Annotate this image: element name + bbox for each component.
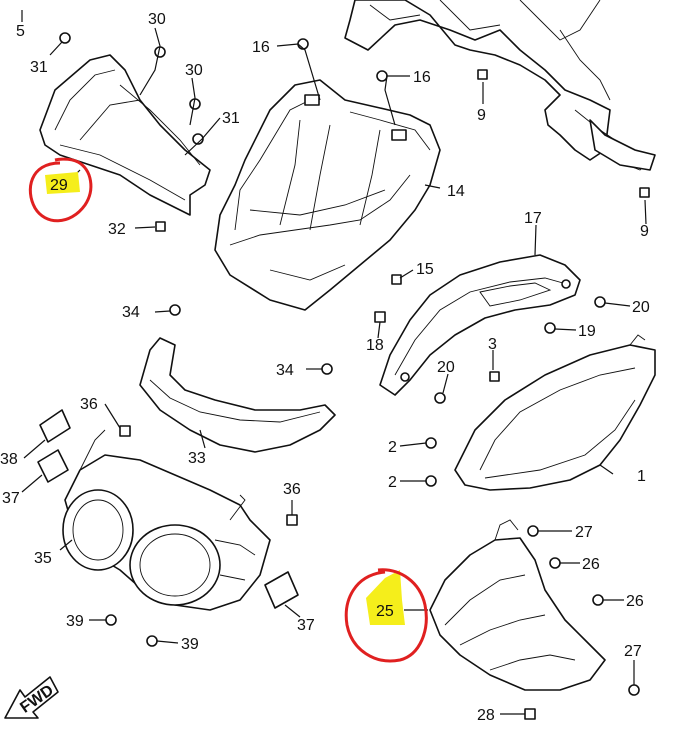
callout-28: 28	[477, 707, 495, 724]
part-17-bracket	[379, 254, 581, 396]
labels-37-38	[37, 409, 299, 609]
part-25-lower-cover	[429, 519, 606, 691]
part-33-lower-trim	[139, 337, 336, 453]
callout-16: 16	[413, 69, 431, 86]
callout-31: 31	[30, 59, 48, 76]
highlight-29	[45, 172, 80, 194]
callout-labels: 5 31 30 30 31 29 32 16 16 14 9 9 15 17 2…	[0, 11, 650, 724]
callout-27: 27	[624, 643, 642, 660]
part-14-front-shield	[214, 79, 441, 311]
frame-structure	[344, 0, 656, 171]
callout-9: 9	[477, 107, 486, 124]
callout-2: 2	[388, 474, 397, 491]
callout-19: 19	[578, 323, 596, 340]
callout-30: 30	[148, 11, 166, 28]
red-circle-29	[28, 157, 93, 223]
callout-14: 14	[447, 183, 465, 200]
callout-29: 29	[50, 177, 68, 194]
callout-20: 20	[437, 359, 455, 376]
callout-2: 2	[388, 439, 397, 456]
part-35-headlight-housing	[62, 429, 271, 611]
callout-30: 30	[185, 62, 203, 79]
callout-17: 17	[524, 210, 542, 227]
callout-32: 32	[108, 221, 126, 238]
callout-20: 20	[632, 299, 650, 316]
fasteners	[59, 32, 650, 720]
callout-18: 18	[366, 337, 384, 354]
callout-3: 3	[488, 336, 497, 353]
callout-16: 16	[252, 39, 270, 56]
callout-26: 26	[582, 556, 600, 573]
callout-38: 38	[0, 451, 18, 468]
callout-1: 1	[637, 468, 646, 485]
callout-39: 39	[66, 613, 84, 630]
leader-lines	[21, 10, 647, 715]
callout-27: 27	[575, 524, 593, 541]
callout-37: 37	[2, 490, 20, 507]
callout-34: 34	[122, 304, 140, 321]
red-circle-25	[344, 568, 428, 663]
part-1-side-panel	[454, 334, 656, 491]
callout-33: 33	[188, 450, 206, 467]
fwd-arrow: FWD	[4, 676, 59, 719]
callout-36: 36	[283, 481, 301, 498]
callout-34: 34	[276, 362, 294, 379]
part-29-side-cover	[39, 54, 211, 216]
highlight-25	[366, 570, 405, 625]
callout-37: 37	[297, 617, 315, 634]
callout-36: 36	[80, 396, 98, 413]
callout-39: 39	[181, 636, 199, 653]
callout-31: 31	[222, 110, 240, 127]
callout-15: 15	[416, 261, 434, 278]
callout-9: 9	[640, 223, 649, 240]
callout-35: 35	[34, 550, 52, 567]
callout-5: 5	[16, 23, 25, 40]
callout-25: 25	[376, 603, 394, 620]
callout-26: 26	[626, 593, 644, 610]
